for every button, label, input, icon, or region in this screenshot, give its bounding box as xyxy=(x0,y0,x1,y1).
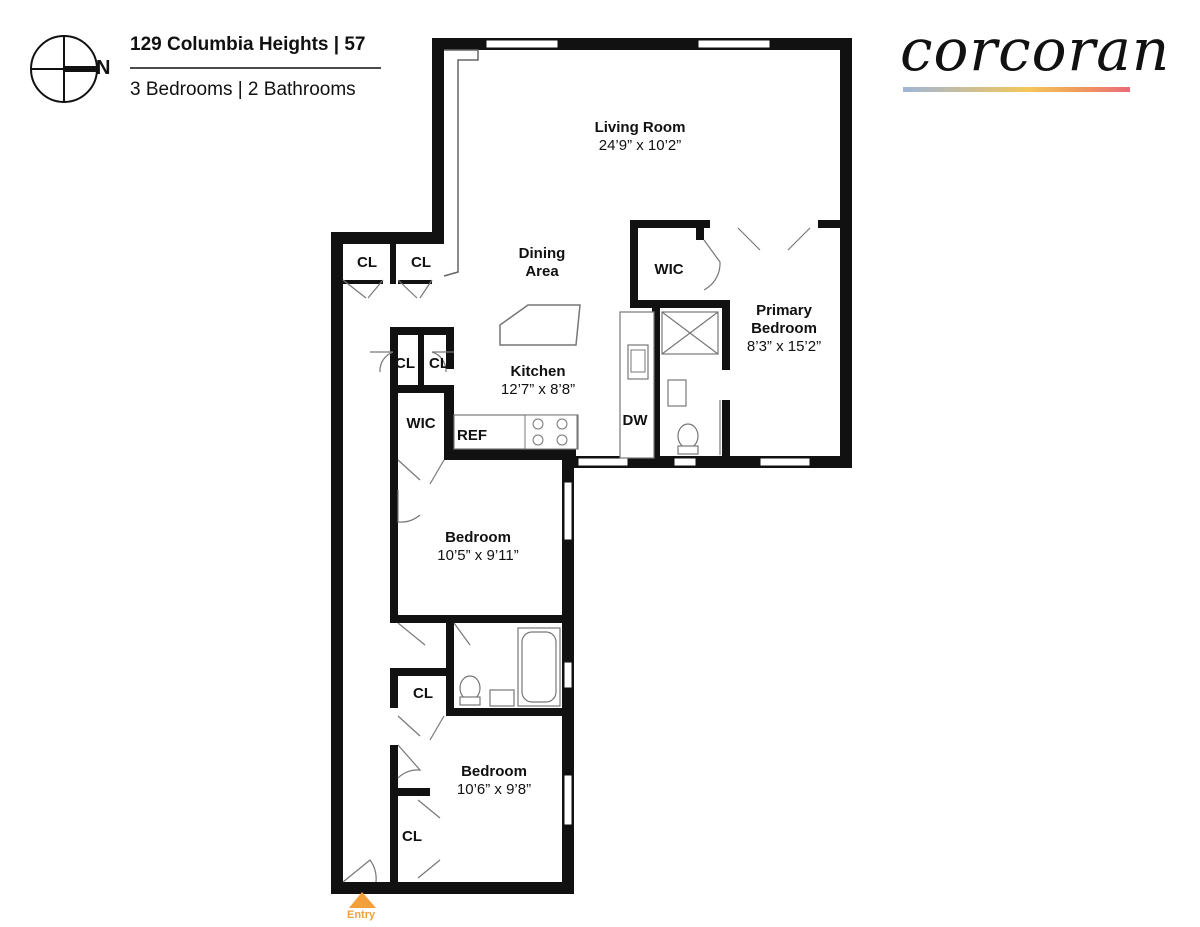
entry-label: Entry xyxy=(347,909,376,921)
closet-label-top-right: CL xyxy=(411,254,431,271)
brand-gradient-bar xyxy=(903,87,1130,92)
bedroom1-name: Bedroom xyxy=(445,529,511,546)
living-room-size: 24’9” x 10’2” xyxy=(598,137,682,154)
listing-summary: 3 Bedrooms | 2 Bathrooms xyxy=(130,79,356,100)
interior-walls xyxy=(343,220,852,888)
closet-label-mid-right: CL xyxy=(429,355,449,372)
dining-name-line1: Dining xyxy=(518,245,566,262)
compass-icon xyxy=(30,35,98,103)
closet-label-top-left: CL xyxy=(357,254,377,271)
entry-marker-icon xyxy=(349,892,376,908)
primary-bath-fixtures xyxy=(661,311,721,455)
brand-logo: corcoran xyxy=(900,16,1171,84)
stove-icon xyxy=(524,414,578,450)
bedroom1-size: 10’5” x 9’11” xyxy=(437,547,519,564)
kitchen-island xyxy=(499,304,581,346)
dining-name-line2: Area xyxy=(525,263,559,280)
kitchen-name: Kitchen xyxy=(510,363,566,380)
closet-label-mid-left: CL xyxy=(395,355,415,372)
bedroom2-name: Bedroom xyxy=(461,763,527,780)
living-room-partition xyxy=(443,49,479,277)
doors xyxy=(342,227,811,883)
closet-label-bed2-top: CL xyxy=(413,685,433,702)
primary-name-line1: Primary xyxy=(756,302,812,319)
primary-size: 8’3” x 15’2” xyxy=(746,338,822,355)
bathroom-fixtures xyxy=(459,627,561,707)
wic-label-left: WIC xyxy=(406,415,436,432)
primary-name-line2: Bedroom xyxy=(751,320,817,337)
dishwasher-label: DW xyxy=(622,412,648,429)
wic-label-primary: WIC xyxy=(654,261,684,278)
kitchen-size: 12’7” x 8’8” xyxy=(500,381,576,398)
compass-north-label: N xyxy=(96,57,111,79)
listing-address: 129 Columbia Heights | 57 xyxy=(130,34,366,55)
living-room-name: Living Room xyxy=(594,119,686,136)
bedroom2-size: 10’6” x 9’8” xyxy=(456,781,532,798)
windows xyxy=(485,39,811,826)
refrigerator-label: REF xyxy=(457,427,487,444)
closet-label-bed2-bottom: CL xyxy=(402,828,422,845)
sink-icon xyxy=(630,349,646,373)
